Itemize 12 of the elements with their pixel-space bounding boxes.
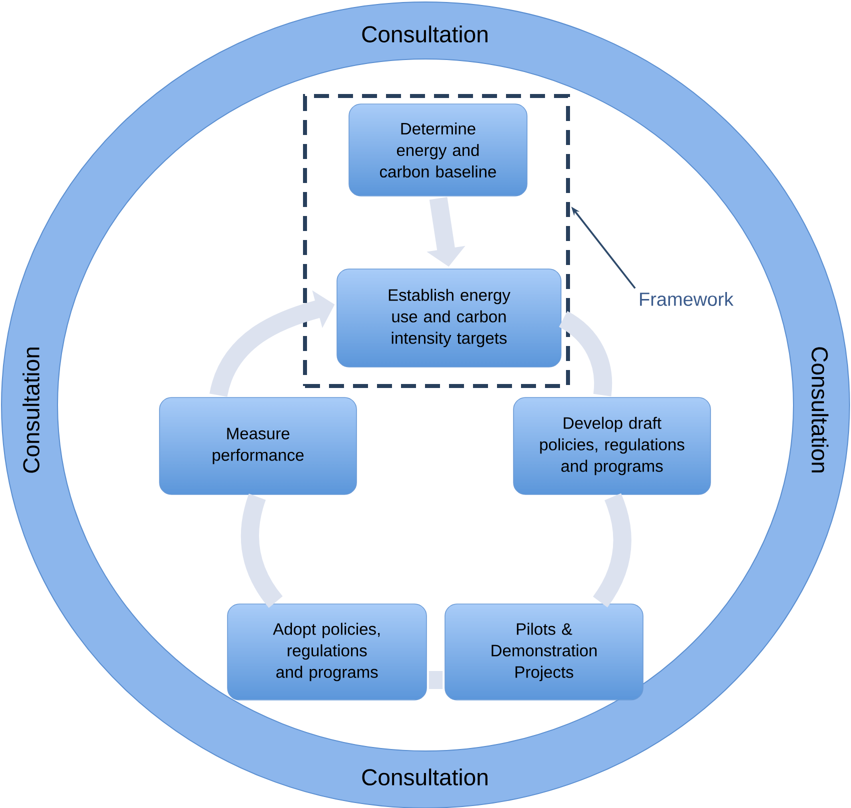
cycle-band [558, 311, 612, 396]
process-box: Pilots & Demonstration Projects [444, 604, 644, 700]
cycle-band [428, 671, 443, 689]
framework-box [303, 94, 570, 388]
process-box: Establish energy use and carbon intensity targets [336, 268, 562, 368]
cycle-band [592, 494, 632, 608]
process-box: Develop draft policies, regulations and programs [513, 397, 711, 495]
callout-text: Framework [640, 292, 734, 306]
process-box: Determine energy and carbon baseline [348, 104, 528, 196]
cycle-band [240, 494, 283, 608]
process-box: Measure performance [159, 397, 357, 495]
process-box: Adopt policies, regulations and programs [227, 604, 427, 700]
